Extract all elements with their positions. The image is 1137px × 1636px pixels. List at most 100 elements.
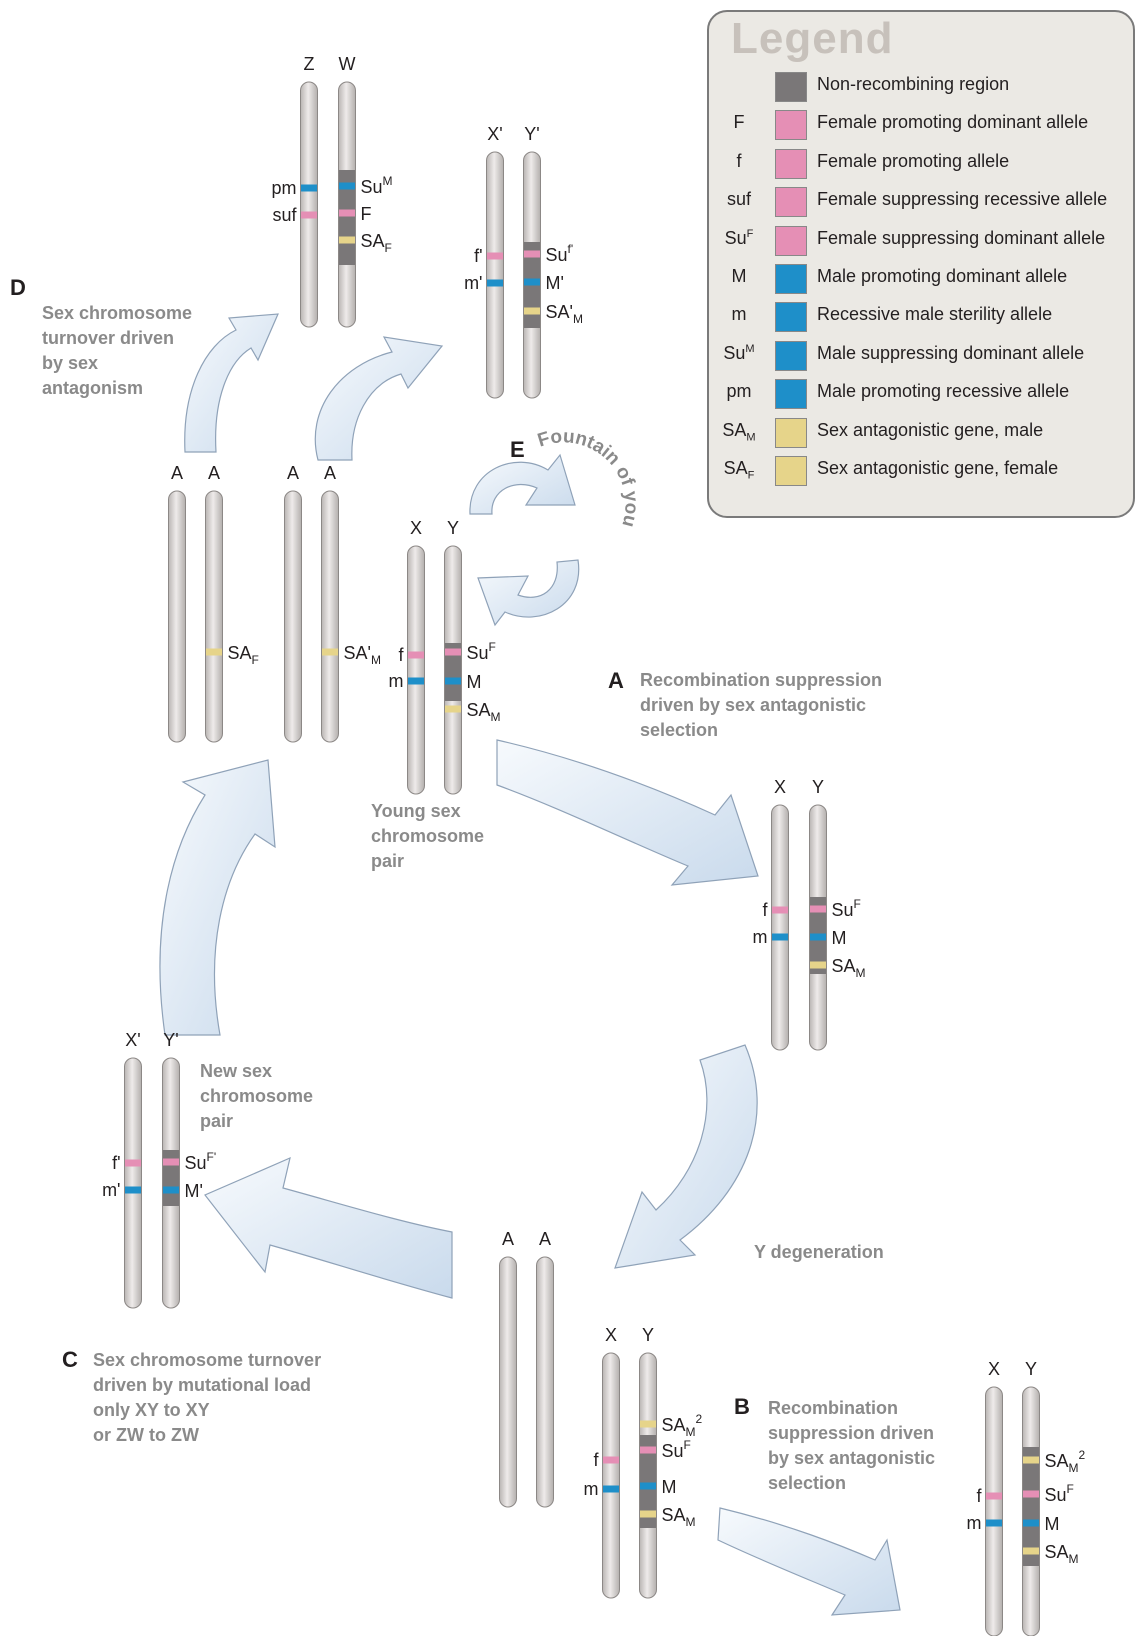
allele-label: SAF — [361, 231, 392, 255]
cycle-arrow — [314, 336, 444, 461]
chromosome-y: Y SuF M SAM — [809, 777, 866, 1051]
allele-label: suf — [272, 205, 297, 225]
allele-label: SuF — [467, 640, 496, 663]
chromosome-a: A — [284, 463, 302, 743]
sa-allele-band — [322, 648, 338, 656]
legend-symbol-text: pm — [726, 381, 752, 402]
female-allele-band — [339, 209, 355, 217]
chromosome-name: X' — [125, 1030, 140, 1050]
legend-symbol: SuM — [709, 343, 769, 364]
legend-symbol: m — [709, 304, 769, 325]
legend-swatch — [775, 302, 807, 333]
non-recombining-region — [640, 1435, 656, 1528]
panel-key: E — [510, 437, 525, 462]
caption-line: antagonism — [42, 378, 143, 398]
legend-text: Non-recombining region — [817, 74, 1010, 94]
female-allele-band — [603, 1456, 619, 1464]
chromosome-name: Z — [304, 54, 315, 74]
caption-line: Young sex — [371, 801, 461, 821]
female-allele-band — [1023, 1490, 1039, 1498]
legend-swatch — [775, 148, 807, 179]
chromosome-name: X — [988, 1359, 1000, 1379]
allele-label: m' — [102, 1180, 120, 1200]
legend-text: Sex antagonistic gene, male — [817, 419, 1044, 440]
sa-allele-band — [810, 961, 826, 969]
allele-label: SAM — [662, 1505, 696, 1529]
sa-allele-band — [640, 1420, 656, 1428]
legend-symbol: SuF — [709, 228, 769, 249]
legend-symbol: suf — [709, 189, 769, 210]
cycle-arrow — [159, 759, 276, 1036]
allele-label: SuF — [1045, 1482, 1074, 1505]
female-allele-band — [524, 250, 540, 258]
sa-allele-band — [524, 307, 540, 315]
legend-symbol-text: SA — [723, 458, 748, 478]
chromosome-name: Y' — [163, 1030, 178, 1050]
allele-label: m — [967, 1513, 982, 1533]
legend-text: Male promoting dominant allele — [817, 266, 1068, 286]
male-allele-band — [986, 1519, 1002, 1527]
chromosome-xprime: X'f'm' — [464, 124, 504, 399]
legend-text: Sex antagonistic gene, female — [817, 458, 1059, 478]
allele-label: SAF — [228, 643, 259, 667]
legend-swatch — [775, 264, 807, 294]
male-allele-band — [524, 278, 540, 286]
chromosome-yprime: Y'Suf'M'SA'M — [523, 124, 583, 399]
legend-symbol: f — [709, 151, 769, 172]
chromosome-x: Xfm — [967, 1359, 1003, 1636]
legend-swatch — [775, 340, 807, 371]
allele-label: SAM — [832, 956, 866, 980]
chromosome-z: Zpm suf — [271, 54, 318, 328]
cycle-arrow — [477, 559, 580, 627]
legend-symbol: M — [709, 266, 769, 287]
legend-symbol-text: m — [731, 304, 747, 325]
female-allele-band — [810, 905, 826, 913]
female-allele-band — [986, 1492, 1002, 1500]
male-allele-band — [772, 933, 788, 941]
allele-label: SuF — [832, 897, 861, 920]
chromosome-name: Y — [447, 518, 459, 538]
sa-allele-band — [445, 705, 461, 713]
chromosome-x: Xfm — [584, 1325, 620, 1599]
legend-row: SuM Male suppressing dominant allele — [709, 337, 1137, 377]
legend-symbol-text: f — [736, 150, 742, 171]
legend-symbol-text: F — [733, 112, 745, 133]
male-allele-band — [301, 184, 317, 192]
caption-line: by sex antagonistic — [768, 1448, 935, 1468]
chromosome-name: Y — [1025, 1359, 1037, 1379]
allele-label: M — [832, 928, 847, 948]
allele-label: SA'M — [344, 643, 381, 667]
legend-text: Female promoting allele — [817, 150, 1010, 171]
chromosome-yprime: Y'SuF'M' — [162, 1030, 216, 1309]
male-allele-band — [445, 677, 461, 685]
cycle-arrow — [469, 453, 576, 515]
legend-row: M Male promoting dominant allele — [709, 260, 1137, 300]
male-allele-band — [603, 1485, 619, 1493]
allele-label: m — [389, 671, 404, 691]
legend-symbol: SAM — [709, 420, 769, 444]
chromosome-name: X — [410, 518, 422, 538]
chromosome-name: A — [502, 1229, 514, 1249]
female-allele-band — [163, 1158, 179, 1166]
female-allele-band — [125, 1159, 141, 1167]
allele-label: F — [361, 204, 372, 224]
legend-symbol: pm — [709, 381, 769, 402]
chromosome-a: A — [168, 463, 186, 743]
male-allele-band — [339, 182, 355, 190]
chromosome-name: A — [208, 463, 220, 483]
legend-text: Female promoting dominant allele — [817, 112, 1089, 133]
allele-label: M — [662, 1477, 677, 1497]
chromosome-name: Y — [812, 777, 824, 797]
legend-title: Legend — [731, 14, 894, 63]
female-allele-band — [301, 211, 317, 219]
allele-label: pm — [271, 178, 296, 198]
allele-label: SA'M — [546, 302, 583, 326]
legend-text: Male suppressing dominant allele — [817, 342, 1085, 363]
chromosome-name: X — [605, 1325, 617, 1345]
chromosome-a: ASA'M — [321, 463, 381, 743]
